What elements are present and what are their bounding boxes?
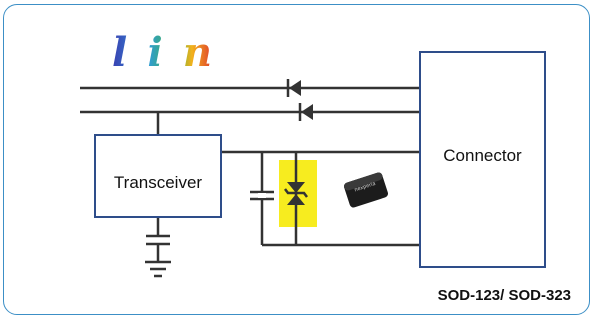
svg-text:lin: lin (112, 29, 212, 76)
package-caption: SOD-123/ SOD-323 (437, 287, 571, 304)
transceiver-label: Transceiver (113, 173, 203, 192)
tvs-diode-icon (284, 160, 308, 227)
lin-logo: lin (112, 29, 212, 76)
sod-chip-image: nexperia (344, 172, 388, 208)
diode-top (286, 79, 301, 97)
connector-label: Connector (443, 146, 522, 165)
ground-capacitor (146, 234, 170, 246)
ground-icon (145, 260, 171, 278)
transceiver-block (94, 134, 222, 218)
diode-bottom (298, 103, 313, 121)
connector-block (419, 51, 546, 268)
line-capacitor (250, 190, 274, 201)
